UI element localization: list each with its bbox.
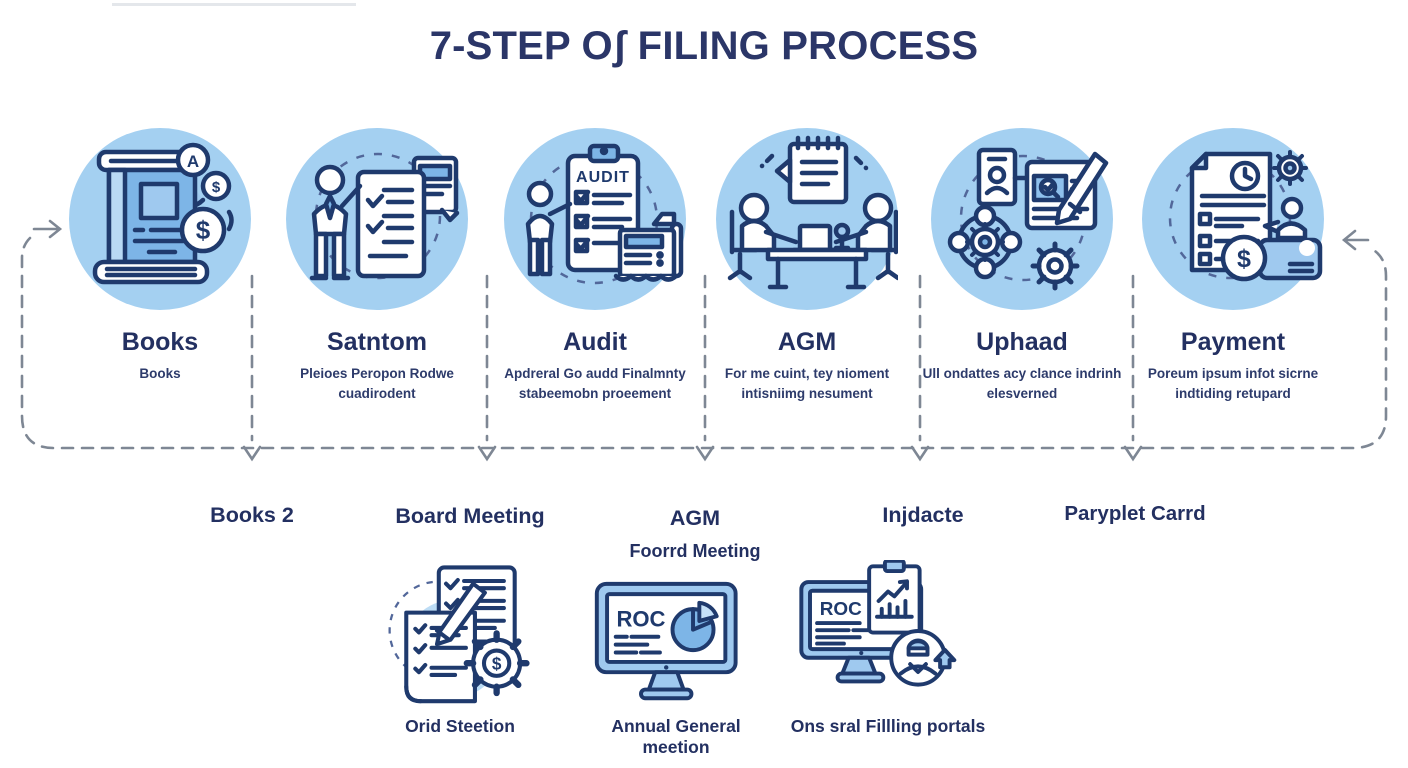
- step-books: A $ $ Books Books: [50, 128, 270, 384]
- coin-letter: A: [187, 152, 199, 171]
- flow-label-books-2: Books 2: [210, 503, 294, 527]
- step-label: Satntom: [327, 328, 427, 356]
- coin-dollar: $: [212, 179, 221, 196]
- step-label: Uphaad: [976, 328, 1068, 356]
- caption-annual-general-meetion: Annual General meetion: [611, 716, 741, 757]
- step-desc: Poreum ipsum infot sicrne indtiding retu…: [1147, 366, 1319, 402]
- step-label: Audit: [563, 328, 627, 356]
- gear-dollar: $: [492, 654, 502, 674]
- payment-invoice-icon: $: [1168, 150, 1323, 282]
- roc-screen-text: ROC: [616, 606, 665, 631]
- arrow-left-icon: [1341, 229, 1370, 251]
- step-circle-agm: [716, 128, 898, 310]
- step-desc: For me cuint, tey nioment intisniimg nes…: [724, 366, 890, 402]
- step-payment: $ Payment Poreum ipsum infot sicrne indt…: [1123, 128, 1343, 405]
- checklist-pen-gear-icon: $: [388, 562, 542, 717]
- step-desc: Ull ondattes acy clance indrinh elesvern…: [922, 366, 1122, 402]
- roc-monitor-report-icon: ROC: [798, 558, 960, 703]
- step-label: Payment: [1180, 328, 1286, 356]
- audit-badge-text: AUDIT: [576, 169, 630, 186]
- caption-ons-sral-fillling-portals: Ons sral Fillling portals: [790, 716, 986, 736]
- book-coins-icon: A $ $: [92, 142, 234, 285]
- step-circle-audit: AUDIT: [504, 128, 686, 310]
- step-circle-books: A $ $: [69, 128, 251, 310]
- step-circle-satntom: [286, 128, 468, 310]
- coin-dollar: $: [1237, 245, 1251, 273]
- page-title: 7-STEP Oʃ FILING PROCESS: [429, 24, 979, 68]
- flow-label-agm: AGM: [669, 506, 721, 530]
- presenter-checklist-icon: [309, 152, 460, 281]
- flow-sublabel-foorrd-meeting: Foorrd Meeting: [629, 541, 761, 561]
- caption-orid-steetion: Orid Steetion: [405, 716, 515, 736]
- upload-documents-icon: [947, 147, 1109, 291]
- step-circle-payment: $: [1142, 128, 1324, 310]
- step-desc: Pleioes Peropon Rodwe cuadirodent: [300, 366, 454, 402]
- meeting-table-icon: [727, 135, 898, 290]
- step-label: Books: [121, 328, 199, 356]
- step-desc: Books: [139, 366, 181, 381]
- roc-screen-text: ROC: [820, 599, 862, 620]
- step-agm: AGM For me cuint, tey nioment intisniimg…: [697, 128, 917, 405]
- flow-label-paryplet-carrd: Paryplet Carrd: [1064, 502, 1206, 525]
- step-uphaad: Uphaad Ull ondattes acy clance indrinh e…: [912, 128, 1132, 405]
- roc-monitor-pie-icon: ROC: [592, 576, 742, 719]
- flow-label-injdacte: Injdacte: [882, 503, 964, 527]
- step-desc: Apdreral Go audd Finalmnty stabeemobn pr…: [504, 366, 686, 402]
- step-label: AGM: [777, 328, 837, 356]
- step-circle-uphaad: [931, 128, 1113, 310]
- flow-label-board-meeting: Board Meeting: [395, 504, 545, 528]
- step-satntom: Satntom Pleioes Peropon Rodwe cuadiroden…: [267, 128, 487, 405]
- top-edge-artifact: [112, 3, 356, 6]
- step-audit: AUDIT Audit Apdreral Go audd Finalmnty s…: [485, 128, 705, 405]
- coin-dollar-large: $: [196, 215, 211, 245]
- audit-clipboard-icon: AUDIT: [525, 143, 684, 285]
